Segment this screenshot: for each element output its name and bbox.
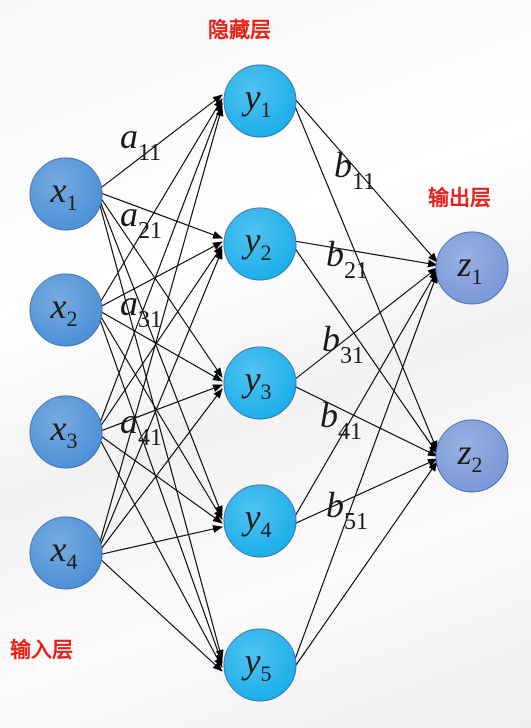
node-x4: x4 (29, 516, 103, 590)
svg-text:x3: x3 (50, 408, 78, 453)
node-x2: x2 (29, 273, 103, 347)
node-y2: y2 (223, 207, 297, 281)
edge-y4-z2 (293, 458, 438, 525)
node-z2: z2 (435, 419, 509, 493)
neurons: x1 x2 x3 x4 y1 y2 y3 y4 y5 z1 z2 (29, 64, 509, 702)
edge-x2-y2 (97, 241, 223, 309)
svg-text:x1: x1 (50, 170, 78, 215)
weight-labels: a11 a21 a31 a41 b11 b21 b31 b41 b51 (120, 116, 375, 535)
node-x1: x1 (29, 157, 103, 231)
edge-x3-y3 (97, 384, 223, 433)
weight-b11: b11 (334, 145, 375, 195)
edge-x4-y4 (97, 525, 223, 556)
weight-a31: a31 (120, 283, 162, 333)
output-layer-title: 输出层 (428, 186, 491, 210)
weight-b31: b31 (322, 319, 364, 369)
edge-y4-z1 (293, 270, 438, 519)
edge-y1-z1 (293, 97, 438, 263)
svg-text:y4: y4 (242, 497, 272, 542)
edge-y2-z1 (293, 240, 438, 268)
edge-y3-z1 (293, 267, 438, 381)
svg-text:y5: y5 (242, 641, 272, 686)
edge-x3-y2 (97, 245, 223, 431)
svg-text:x4: x4 (50, 529, 78, 574)
svg-text:y3: y3 (242, 359, 272, 404)
svg-text:z1: z1 (456, 244, 482, 289)
weight-b51: b51 (326, 485, 368, 535)
edge-x1-y1 (97, 94, 223, 191)
weight-a21: a21 (120, 194, 162, 244)
hidden-layer-title: 隐藏层 (208, 18, 271, 42)
edge-x2-y4 (97, 311, 223, 520)
weight-b21: b21 (326, 234, 368, 284)
edge-x2-y1 (97, 98, 223, 307)
edge-y5-z1 (293, 273, 438, 663)
svg-text:y2: y2 (242, 220, 272, 265)
edge-x3-y4 (97, 433, 223, 524)
node-y4: y4 (223, 484, 297, 558)
connections (97, 94, 438, 672)
weight-a11: a11 (120, 116, 161, 166)
node-y1: y1 (223, 64, 297, 138)
edge-y2-z2 (293, 246, 438, 454)
input-layer-title: 输入层 (10, 638, 73, 662)
weight-a41: a41 (120, 401, 162, 451)
edge-x4-y3 (97, 388, 223, 554)
edge-x4-y2 (97, 249, 223, 552)
edge-x1-y5 (97, 197, 224, 660)
node-x3: x3 (29, 395, 103, 469)
svg-text:z2: z2 (456, 432, 482, 477)
edge-x2-y5 (97, 313, 223, 664)
edge-x1-y2 (97, 191, 223, 239)
edge-x2-y3 (97, 309, 223, 382)
node-y3: y3 (223, 346, 297, 420)
edge-y5-z2 (293, 461, 438, 669)
edge-x4-y1 (97, 106, 224, 550)
node-z1: z1 (435, 231, 509, 305)
edge-x4-y5 (97, 556, 223, 672)
weight-b41: b41 (320, 395, 362, 445)
edge-y3-z2 (293, 385, 438, 457)
node-y5: y5 (223, 628, 297, 702)
edge-x3-y1 (97, 102, 223, 429)
edge-x1-y3 (97, 193, 223, 378)
svg-text:x2: x2 (50, 286, 78, 331)
svg-text:y1: y1 (242, 77, 272, 122)
edge-y1-z2 (293, 103, 438, 451)
edge-x1-y4 (97, 195, 223, 516)
